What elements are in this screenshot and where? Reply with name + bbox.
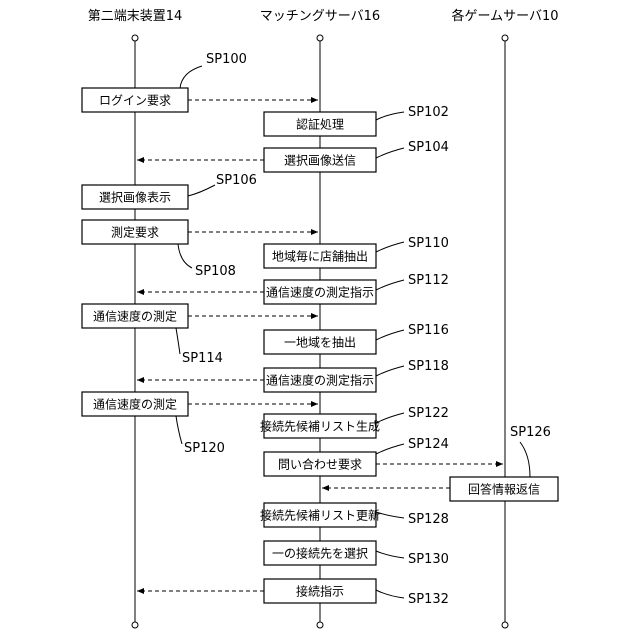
header-terminal: 第二端末装置14 (88, 9, 183, 24)
step-sp114: SP114 (182, 351, 223, 366)
header-matching-server: マッチングサーバ16 (260, 9, 380, 24)
step-sp130: SP130 (408, 552, 449, 567)
box-extract-one-region: 一地域を抽出 (264, 330, 376, 354)
box-authentication-label: 認証処理 (296, 117, 344, 132)
box-select-one-destination: 一の接続先を選択 (264, 541, 376, 565)
box-connection-instruction: 接続指示 (264, 579, 376, 603)
box-connection-instruction-label: 接続指示 (296, 584, 344, 599)
box-extract-stores-by-region: 地域毎に店舗抽出 (264, 244, 376, 268)
box-extract-stores-by-region-label: 地域毎に店舗抽出 (272, 249, 368, 264)
box-select-one-destination-label: 一の接続先を選択 (272, 546, 368, 561)
step-sp128: SP128 (408, 512, 449, 527)
step-sp100: SP100 (206, 52, 247, 67)
box-update-candidate-list: 接続先候補リスト更新 (260, 503, 380, 527)
box-inquiry-request: 問い合わせ要求 (264, 452, 376, 476)
box-comm-speed-measure-2-label: 通信速度の測定 (93, 397, 177, 412)
step-sp120: SP120 (184, 441, 225, 456)
box-comm-speed-instruction-1: 通信速度の測定指示 (264, 280, 376, 304)
box-extract-one-region-label: 一地域を抽出 (284, 336, 356, 350)
step-sp122: SP122 (408, 406, 449, 421)
step-sp104: SP104 (408, 140, 449, 155)
step-sp124: SP124 (408, 437, 449, 452)
box-display-selection-image: 選択画像表示 (82, 185, 188, 209)
box-inquiry-request-label: 問い合わせ要求 (278, 457, 362, 472)
box-measurement-request: 測定要求 (82, 220, 188, 244)
step-sp126: SP126 (510, 425, 551, 440)
box-comm-speed-measure-2: 通信速度の測定 (82, 392, 188, 416)
box-reply-info-label: 回答情報返信 (468, 482, 540, 497)
box-measurement-request-label: 測定要求 (111, 225, 159, 240)
box-generate-candidate-list: 接続先候補リスト生成 (260, 414, 380, 438)
box-comm-speed-instruction-2-label: 通信速度の測定指示 (266, 373, 374, 388)
box-comm-speed-measure-1-label: 通信速度の測定 (93, 309, 177, 324)
step-sp118: SP118 (408, 359, 449, 374)
box-send-selection-image-label: 選択画像送信 (284, 153, 356, 168)
step-sp112: SP112 (408, 273, 449, 288)
box-generate-candidate-list-label: 接続先候補リスト生成 (260, 419, 380, 434)
lifeline-terminal (132, 35, 138, 628)
header-game-servers: 各ゲームサーバ10 (451, 8, 558, 24)
step-sp102: SP102 (408, 105, 449, 120)
lifeline-game-servers (502, 35, 508, 628)
step-sp106: SP106 (216, 173, 257, 188)
step-sp116: SP116 (408, 323, 449, 338)
box-send-selection-image: 選択画像送信 (264, 148, 376, 172)
box-login-request: ログイン要求 (82, 88, 188, 112)
box-comm-speed-instruction-2: 通信速度の測定指示 (264, 368, 376, 392)
box-update-candidate-list-label: 接続先候補リスト更新 (260, 508, 380, 523)
box-authentication: 認証処理 (264, 112, 376, 136)
step-sp108: SP108 (195, 264, 236, 279)
box-comm-speed-measure-1: 通信速度の測定 (82, 304, 188, 328)
step-sp110: SP110 (408, 236, 449, 251)
step-sp132: SP132 (408, 592, 449, 607)
box-reply-info: 回答情報返信 (450, 477, 558, 501)
box-display-selection-image-label: 選択画像表示 (99, 191, 171, 205)
box-comm-speed-instruction-1-label: 通信速度の測定指示 (266, 285, 374, 300)
box-login-request-label: ログイン要求 (99, 94, 171, 108)
